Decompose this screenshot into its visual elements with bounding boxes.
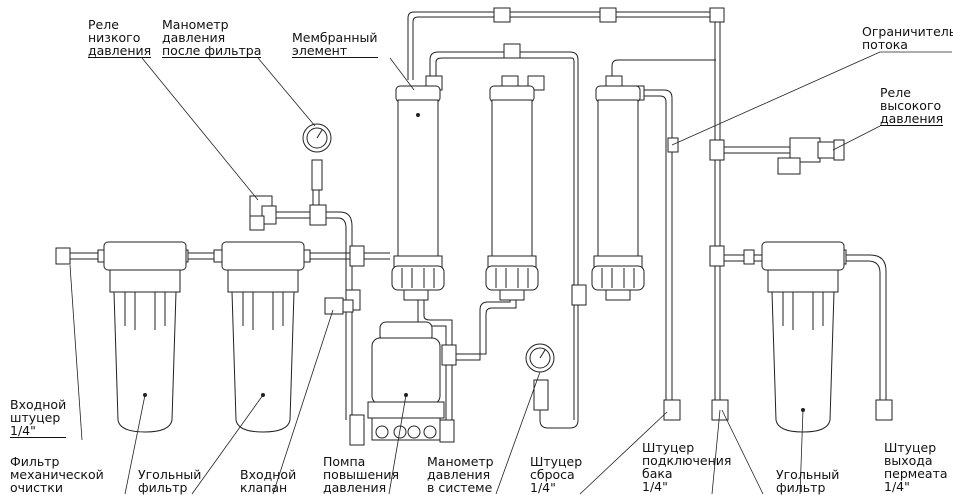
label-line: Мембранный <box>292 30 378 45</box>
label-line: Манометр <box>427 454 494 469</box>
label-line: давления <box>162 30 226 45</box>
flow-restrictor-icon <box>667 137 679 153</box>
label-line: бака <box>642 466 673 481</box>
label-line: давления <box>427 467 491 482</box>
label-line: Входной <box>10 397 67 412</box>
label-line: низкого <box>88 30 141 45</box>
label-line: Угольный <box>776 467 840 482</box>
label-line: давления <box>880 111 944 126</box>
label-line: подключения <box>642 453 732 468</box>
label-line: фильтр <box>776 480 826 495</box>
booster-pump-icon <box>367 321 445 441</box>
label-line: в системе <box>427 480 493 495</box>
label-line: 1/4" <box>530 480 556 495</box>
label-line: механической <box>10 467 104 482</box>
pipes <box>62 11 887 429</box>
label-line: Фильтр <box>10 454 60 469</box>
label-line: 1/4" <box>642 479 668 494</box>
fittings <box>55 7 893 446</box>
label-line: Ограничитель <box>862 24 953 39</box>
label-line: очистки <box>10 480 63 495</box>
filter-gauge-icon <box>302 123 332 153</box>
label-line: выхода <box>884 453 933 468</box>
label-line: Реле <box>88 17 119 32</box>
label-line: повышения <box>323 467 400 482</box>
label-line: Помпа <box>323 454 366 469</box>
label-line: 1/4" <box>884 479 910 494</box>
label-line: Входной <box>240 467 297 482</box>
label-line: потока <box>862 37 908 52</box>
inlet-valve-icon <box>324 297 354 315</box>
label-line: 1/4" <box>10 424 67 438</box>
label-line: Штуцер <box>642 440 695 455</box>
label-line: фильтр <box>138 480 188 495</box>
label-line: давления <box>323 480 387 495</box>
membrane-housing-3-icon <box>591 85 645 291</box>
label-line: давления <box>88 43 152 58</box>
label-line: после фильтра <box>162 43 262 58</box>
leader-lines <box>69 51 952 495</box>
label-line: Реле <box>880 85 911 100</box>
label-line: элемент <box>292 44 378 58</box>
label-line: Угольный <box>138 467 202 482</box>
label-line: высокого <box>880 98 942 113</box>
low-pressure-relay-icon <box>249 195 277 231</box>
carbon-filter-2-icon <box>761 241 845 433</box>
label-line: Манометр <box>162 17 229 32</box>
high-pressure-relay-icon <box>777 137 835 175</box>
carbon-filter-1-icon <box>221 241 305 433</box>
system-gauge-icon <box>525 343 555 373</box>
membrane-housing-2-icon <box>485 85 539 291</box>
label-line: Штуцер <box>530 454 583 469</box>
label-line: штуцер <box>10 410 61 425</box>
membrane-housing-1-icon <box>391 85 445 291</box>
label-line: Штуцер <box>884 440 937 455</box>
label-line: сброса <box>530 467 575 482</box>
mechanical-filter-icon <box>103 241 187 433</box>
label-line: пермеата <box>884 466 948 481</box>
label-line: клапан <box>240 480 288 495</box>
